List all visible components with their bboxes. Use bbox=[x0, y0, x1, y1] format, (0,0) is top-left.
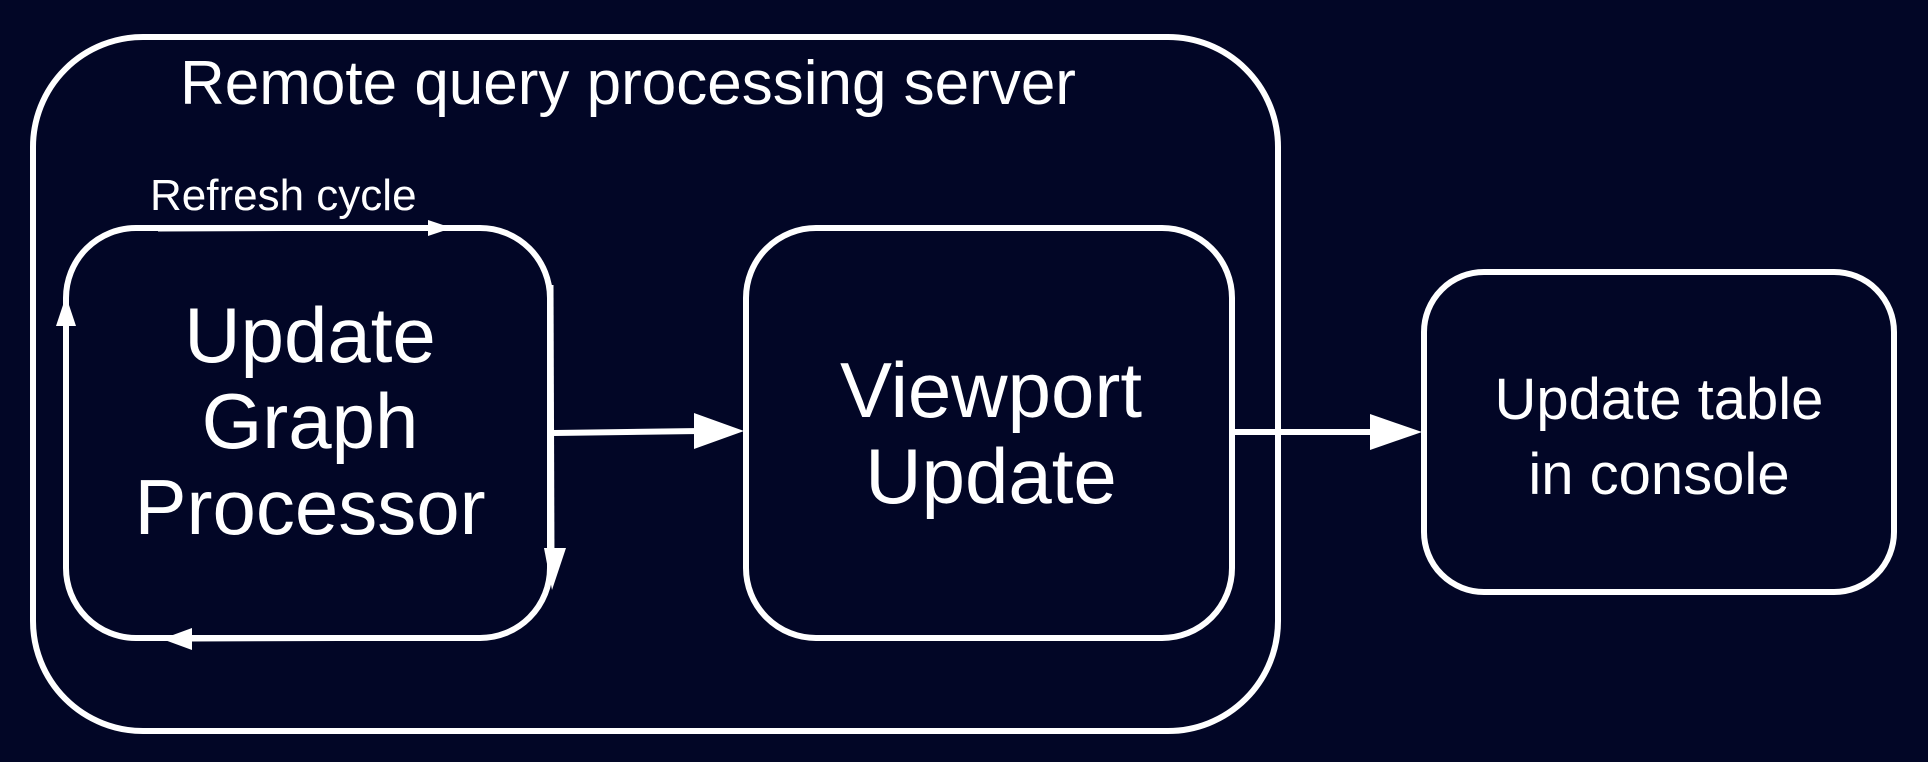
edge-viewport-to-console-arrowhead bbox=[1370, 414, 1422, 450]
refresh-cycle-bottom-arrowhead bbox=[162, 628, 192, 650]
graph-processor-label: Update Graph Processor bbox=[70, 291, 550, 551]
refresh-cycle-right-arrowhead bbox=[544, 548, 566, 590]
refresh-cycle-top-line bbox=[157, 225, 431, 232]
edge-graph-to-viewport bbox=[553, 428, 701, 436]
viewport-update-node bbox=[743, 225, 1235, 641]
refresh-cycle-top-arrowhead bbox=[428, 220, 452, 236]
refresh-cycle-left-arrowhead bbox=[56, 296, 76, 326]
server-container bbox=[30, 34, 1281, 734]
graph-processor-label-line: Update bbox=[184, 291, 436, 379]
refresh-cycle-right-line bbox=[548, 284, 555, 561]
console-table-label: Update table in console bbox=[1424, 362, 1894, 513]
graph-processor-label-line: Graph bbox=[201, 376, 419, 465]
console-table-node bbox=[1421, 269, 1897, 595]
console-table-label-line: Update table bbox=[1494, 367, 1824, 432]
viewport-update-label-line: Update bbox=[865, 431, 1117, 520]
refresh-cycle-bottom-line bbox=[189, 635, 471, 642]
viewport-update-label-line: Viewport bbox=[839, 346, 1143, 434]
edge-graph-to-viewport-arrowhead bbox=[694, 413, 744, 449]
refresh-cycle-label: Refresh cycle bbox=[150, 171, 417, 220]
console-table-label-line: in console bbox=[1528, 442, 1790, 508]
graph-processor-label-line: Processor bbox=[134, 462, 486, 551]
server-title: Remote query processing server bbox=[180, 49, 1076, 118]
viewport-update-label: Viewport Update bbox=[746, 346, 1236, 520]
